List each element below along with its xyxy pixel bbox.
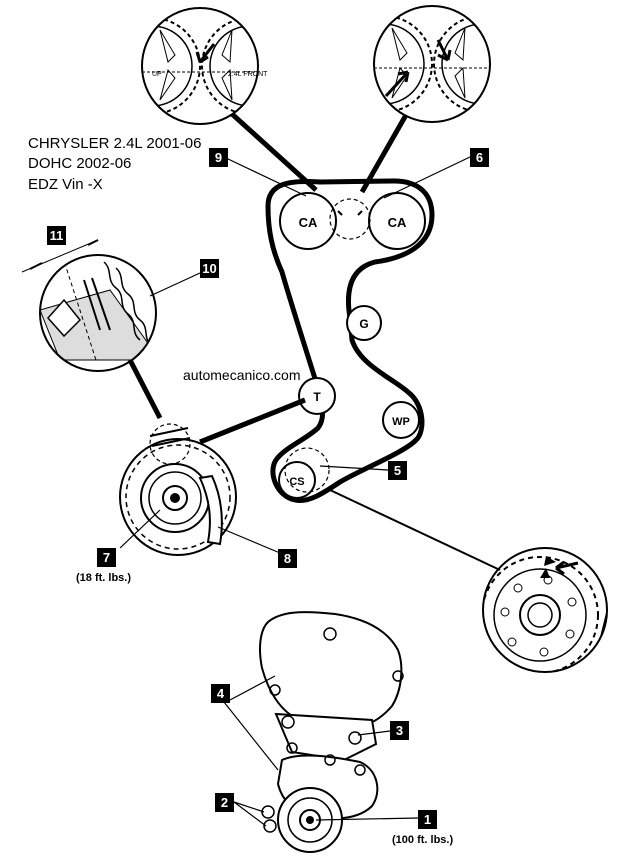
water-pump-pulley (382, 401, 420, 439)
idler-label: G (359, 317, 368, 331)
crank-mark-zone-icon (284, 447, 330, 493)
crankshaft-sprocket (278, 461, 316, 499)
callout-6: 6 (470, 148, 489, 167)
callout-3: 3 (390, 721, 409, 740)
water-pump-label: WP (392, 416, 410, 428)
callout-9: 9 (209, 148, 228, 167)
tensioner-label: T (313, 390, 321, 404)
cam-timing-detail-left: UP 2.4L FRONT (141, 7, 268, 125)
torque-tensioner-bolt: (18 ft. lbs.) (76, 572, 132, 584)
tensioner-pulley (298, 377, 336, 415)
callout-7: 7 (97, 548, 116, 567)
timing-mark-triangle-icon (540, 568, 550, 578)
callout-11: 11 (47, 226, 66, 245)
callout-1: 1 (418, 810, 437, 829)
camshaft-left-label: CA (299, 215, 318, 230)
tensioner-assembly-view (119, 423, 281, 556)
watermark: automecanico.com (183, 367, 301, 383)
timing-arrow-icon (555, 560, 579, 576)
title-line-2: DOHC 2002-06 (28, 155, 132, 172)
title-line-3: EDZ Vin -X (28, 176, 103, 193)
front-mark-label: 2.4L FRONT (228, 71, 268, 78)
callout-8: 8 (278, 549, 297, 568)
crank-timing-detail (329, 489, 608, 673)
title-line-1: CHRYSLER 2.4L 2001-06 (28, 135, 202, 152)
idler-pulley (346, 305, 382, 341)
camshaft-right-label: CA (388, 215, 407, 230)
timing-mark-triangle-icon (544, 556, 556, 566)
callout-5: 5 (388, 461, 407, 480)
tensioner-gap-detail (21, 239, 306, 445)
cam-timing-detail-right (373, 5, 491, 123)
timing-arrow-icon (195, 43, 216, 64)
timing-arrow-icon (384, 70, 410, 98)
callout-10: 10 (200, 259, 219, 278)
callout-4: 4 (211, 684, 230, 703)
torque-crank-bolt: (100 ft. lbs.) (392, 834, 454, 846)
up-mark-label: UP (152, 71, 162, 78)
callout-2: 2 (215, 793, 234, 812)
timing-arrow-icon (436, 39, 452, 62)
crankshaft-label: CS (289, 476, 304, 488)
camshaft-sprocket-right (368, 192, 426, 250)
cam-mark-zone-icon (329, 198, 371, 240)
crankshaft-damper (277, 787, 343, 853)
camshaft-sprocket-left (279, 192, 337, 250)
